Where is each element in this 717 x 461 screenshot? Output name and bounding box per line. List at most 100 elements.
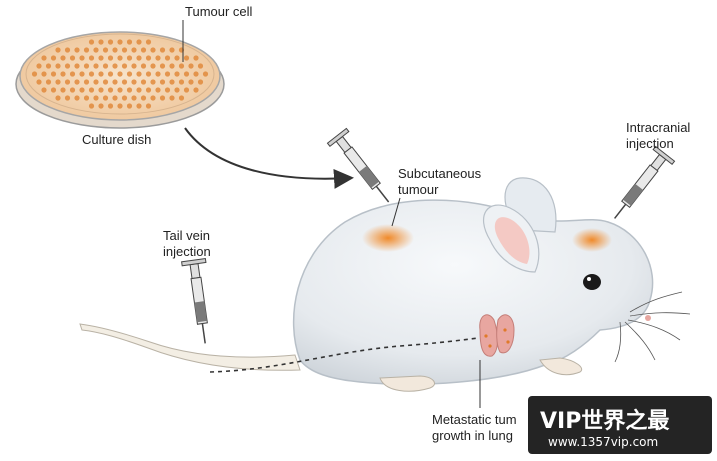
tumour-cell-dot: [88, 87, 95, 93]
tumour-cell-dot: [93, 63, 99, 69]
tumour-cell-dot: [188, 79, 194, 85]
tumour-cell-dot: [112, 63, 118, 69]
tumour-cell-dot: [193, 71, 199, 77]
tumour-cell-dot: [98, 87, 104, 93]
syringe-intracranial: [614, 145, 676, 219]
tumour-cell-dot: [60, 55, 66, 61]
tumour-cell-dot: [183, 71, 190, 77]
subcutaneous-label-line2: tumour: [398, 182, 439, 197]
tumour-cell-dot: [64, 47, 71, 53]
tumour-cell-dot: [74, 63, 80, 69]
culture-dish-label: Culture dish: [82, 132, 151, 147]
tumour-cell-dot: [174, 71, 180, 77]
tumour-cell-dot: [55, 47, 61, 53]
tumour-cell-dot: [155, 71, 161, 77]
tumour-cell-dot: [88, 55, 95, 61]
tumour-cell-dot: [79, 55, 85, 61]
subcutaneous-label-line1: Subcutaneous: [398, 166, 482, 181]
tumour-cell-dot: [69, 71, 76, 77]
lungs: [479, 314, 515, 357]
tumour-cell-dot: [131, 63, 137, 69]
tumour-cell-dot: [107, 55, 114, 61]
tumour-cell-dot: [107, 87, 114, 93]
mouse-ear-inner: [494, 217, 530, 264]
intracranial-label-line2: injection: [626, 136, 674, 151]
tumour-cell-dot: [188, 63, 194, 69]
tumour-cell-dot: [88, 39, 95, 45]
mouse-tail: [79, 323, 301, 371]
tumour-cell-dot: [140, 79, 147, 85]
culture-dish: [15, 31, 225, 129]
tumour-cell-dot: [55, 79, 61, 85]
tumour-cell-dot: [107, 71, 114, 77]
tumour-cell-dot: [107, 103, 114, 109]
tumour-cell-dot: [121, 47, 128, 53]
tumour-cell-dot: [50, 71, 57, 77]
tumour-cell-dot: [83, 47, 90, 53]
tumour-cell-dot: [83, 95, 90, 101]
tumour-cell-dot: [136, 87, 142, 93]
tumour-cell-dot: [74, 47, 80, 53]
tumour-cell-dot: [159, 63, 166, 69]
tumour-cell-dot: [140, 63, 147, 69]
tumour-cell-dot: [150, 95, 156, 101]
tumour-cell-dot: [126, 103, 133, 109]
tumour-cell-dot: [98, 55, 104, 61]
mouse-nose: [645, 315, 651, 321]
syringe-tail-vein: [181, 257, 208, 344]
tumour-cell-dot: [159, 47, 166, 53]
tumour-cell-dot: [117, 87, 123, 93]
intracranial-tumour: [572, 228, 612, 252]
tumour-cell-dot: [41, 71, 47, 77]
mouse-hind-foot: [379, 375, 435, 392]
tumour-cell-dot: [64, 63, 71, 69]
tumour-cell-dot: [83, 79, 90, 85]
tumour-cell-dot: [145, 55, 152, 61]
tail-vein-label-line2: injection: [163, 244, 211, 259]
tumour-cell-dot: [107, 39, 114, 45]
watermark-brand: VIP世界之最: [540, 408, 670, 434]
tumour-cell-dot: [121, 63, 128, 69]
tumour-cell-dot: [45, 79, 52, 85]
tumour-cell-dot: [98, 39, 104, 45]
tumour-cell-dot: [117, 103, 123, 109]
tumour-cell-dot: [79, 71, 85, 77]
tumour-cell-dot: [150, 79, 156, 85]
tumour-cell-dot: [50, 55, 57, 61]
tumour-cell-dot: [93, 47, 99, 53]
tumour-cell-dot: [126, 39, 133, 45]
tumour-cell-dot: [74, 79, 80, 85]
syringe-subcutaneous: [326, 127, 390, 203]
tumour-cell-dot: [64, 95, 71, 101]
whiskers: [614, 291, 691, 363]
tumour-cell-dot: [140, 47, 147, 53]
tumour-cell-dot: [112, 47, 118, 53]
tumour-cell-dot: [169, 95, 175, 101]
tumour-cell-dot: [121, 79, 128, 85]
tumour-cell-dot: [74, 95, 80, 101]
tumour-cell-dot: [60, 87, 66, 93]
tumour-cell-label: Tumour cell: [185, 4, 253, 19]
tumour-cell-dot: [60, 71, 66, 77]
tumour-cell-dot: [79, 87, 85, 93]
tumour-cell-dot: [126, 71, 133, 77]
tumour-cell-dot: [117, 39, 123, 45]
tumour-cell-dot: [178, 79, 185, 85]
mouse: [209, 177, 691, 392]
metastasis-path: [209, 337, 479, 373]
tumour-cell-dot: [102, 95, 109, 101]
tumour-cell-dot: [169, 79, 175, 85]
tumour-cell-dot: [41, 87, 47, 93]
tumour-cell-dot: [145, 87, 152, 93]
tumour-cell-dot: [193, 87, 199, 93]
tumour-cell-dot: [145, 71, 152, 77]
tumour-cell-dot: [178, 95, 185, 101]
tumour-cell-dot: [193, 55, 199, 61]
tumour-cell-dot: [145, 103, 152, 109]
tail-vein-label-line1: Tail vein: [163, 228, 210, 243]
tumour-cell-dot: [117, 71, 123, 77]
tumour-cell-dot: [202, 71, 209, 77]
watermark-url: www.1357vip.com: [548, 435, 658, 449]
tumour-cell-dot: [102, 79, 109, 85]
